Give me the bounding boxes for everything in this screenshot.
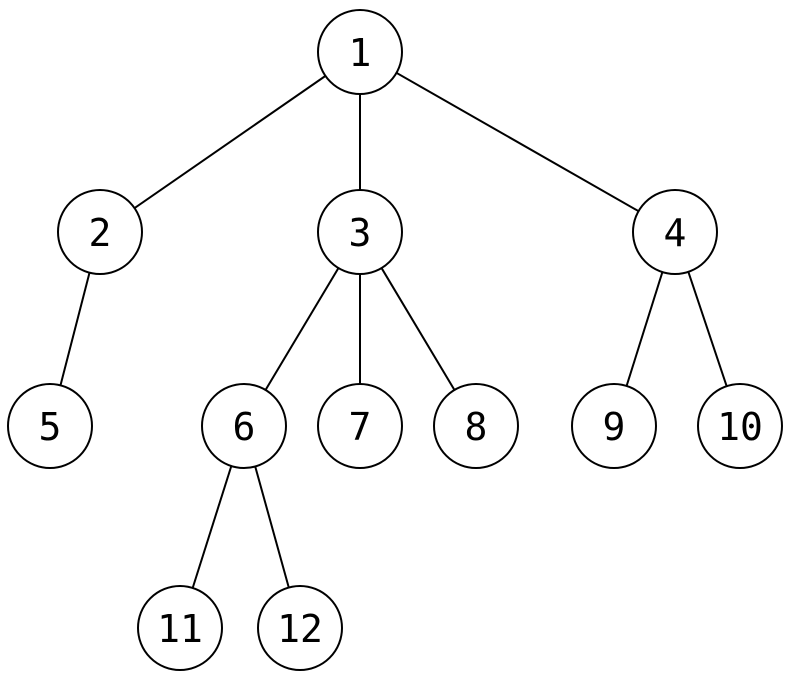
node-label-4: 4 <box>664 211 687 255</box>
tree-node-4: 4 <box>632 189 718 275</box>
node-label-7: 7 <box>349 405 372 449</box>
tree-node-11: 11 <box>137 585 223 671</box>
node-label-1: 1 <box>349 31 372 75</box>
node-label-12: 12 <box>277 607 323 651</box>
node-circle-5 <box>7 383 93 469</box>
node-circle-2 <box>57 189 143 275</box>
node-label-5: 5 <box>39 405 62 449</box>
tree-node-1: 1 <box>317 9 403 95</box>
node-label-10: 10 <box>717 405 763 449</box>
node-label-8: 8 <box>465 405 488 449</box>
node-circle-1 <box>317 9 403 95</box>
node-circle-12 <box>257 585 343 671</box>
edge-1-4 <box>359 51 676 233</box>
tree-node-5: 5 <box>7 383 93 469</box>
tree-node-12: 12 <box>257 585 343 671</box>
tree-node-2: 2 <box>57 189 143 275</box>
tree-node-9: 9 <box>571 383 657 469</box>
node-label-11: 11 <box>157 607 203 651</box>
node-circle-8 <box>433 383 519 469</box>
node-label-6: 6 <box>233 405 256 449</box>
node-label-2: 2 <box>89 211 112 255</box>
node-label-9: 9 <box>603 405 626 449</box>
node-circle-4 <box>632 189 718 275</box>
edges-layer <box>49 51 741 629</box>
tree-node-3: 3 <box>317 189 403 275</box>
edge-1-2 <box>99 51 361 233</box>
tree-node-7: 7 <box>317 383 403 469</box>
node-circle-9 <box>571 383 657 469</box>
node-circle-7 <box>317 383 403 469</box>
tree-node-8: 8 <box>433 383 519 469</box>
node-circle-10 <box>697 383 783 469</box>
node-circle-6 <box>201 383 287 469</box>
node-circle-11 <box>137 585 223 671</box>
node-label-3: 3 <box>349 211 372 255</box>
tree-node-6: 6 <box>201 383 287 469</box>
node-circle-3 <box>317 189 403 275</box>
tree-node-10: 10 <box>697 383 783 469</box>
